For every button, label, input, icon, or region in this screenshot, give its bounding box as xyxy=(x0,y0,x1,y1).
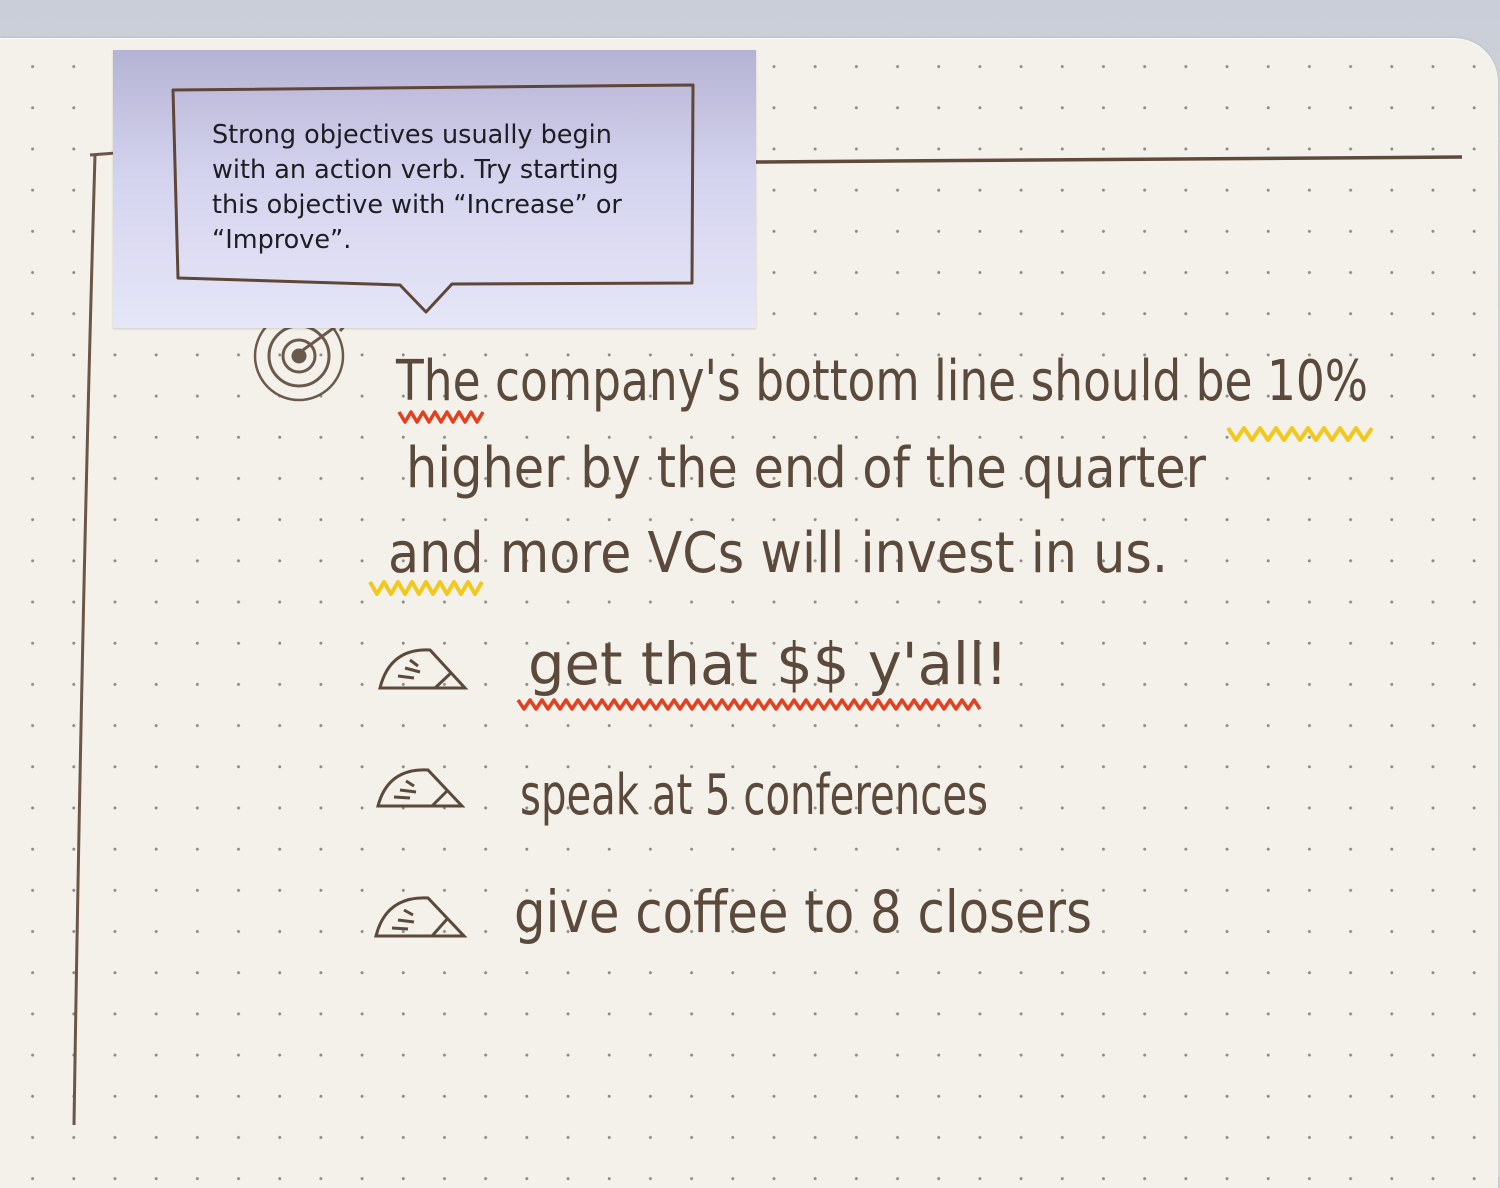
sticky-note-text: Strong objectives usually begin with an … xyxy=(212,120,622,255)
yellow-squiggle-10pct xyxy=(1226,426,1374,442)
objective-line-2: higher by the end of the quarter xyxy=(406,436,1207,501)
yellow-squiggle-and xyxy=(368,580,484,596)
gauge-icon xyxy=(378,648,469,690)
gauge-icon xyxy=(376,768,466,808)
gauge-icon xyxy=(374,896,468,938)
sticky-note xyxy=(113,50,756,328)
red-squiggle-the xyxy=(397,410,485,424)
frame-left-line xyxy=(72,154,97,1126)
key-result-2: speak at 5 conferences xyxy=(520,763,988,828)
objective-line-3: and more VCs will invest in us. xyxy=(388,521,1168,586)
key-result-3: give coffee to 8 closers xyxy=(514,878,1092,946)
frame-top-right-line xyxy=(755,155,1463,164)
frame-top-line xyxy=(89,151,117,157)
red-squiggle-key-result-1 xyxy=(516,698,982,711)
objective-line-1: The company's bottom line should be 10% xyxy=(395,349,1368,414)
speech-bubble-outline xyxy=(171,83,695,314)
key-result-1: get that $$ y'all! xyxy=(528,630,1008,698)
